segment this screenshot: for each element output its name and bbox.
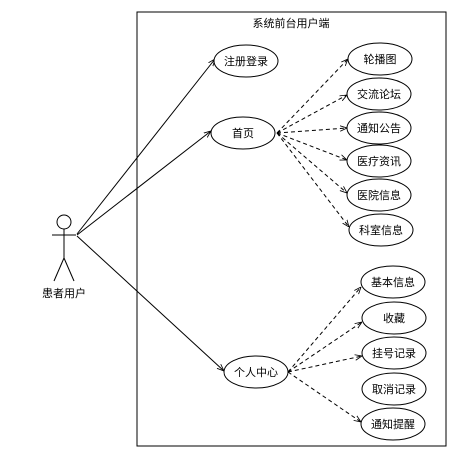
actor-figure — [52, 214, 76, 282]
system-boundary — [136, 11, 447, 447]
use-case-registration-records-label: 挂号记录 — [372, 346, 416, 360]
dep-center-basic-info — [287, 287, 361, 373]
use-case-favorites: 收藏 — [361, 301, 427, 335]
center-dependencies — [287, 287, 362, 422]
dep-center-favorites — [287, 322, 362, 373]
dep-home-carousel — [276, 59, 348, 134]
associations — [76, 59, 224, 371]
dep-home-forum — [276, 95, 347, 134]
use-case-cancel-records: 取消记录 — [361, 372, 427, 406]
use-case-register-login: 注册登录 — [213, 44, 279, 78]
use-case-forum: 交流论坛 — [346, 77, 412, 111]
use-case-reminders-label: 通知提醒 — [371, 417, 415, 431]
actor-label: 患者用户 — [42, 286, 86, 300]
association-register-login — [76, 59, 215, 235]
use-case-forum-label: 交流论坛 — [357, 87, 401, 101]
use-case-basic-info: 基本信息 — [360, 265, 426, 299]
association-home — [76, 131, 211, 236]
dep-home-department-info — [276, 132, 349, 227]
use-case-medical-info-label: 医疗资讯 — [357, 154, 401, 168]
use-case-home-label: 首页 — [232, 126, 254, 140]
use-case-home: 首页 — [210, 116, 276, 150]
actor-head — [56, 214, 72, 230]
use-case-carousel-label: 轮播图 — [364, 52, 397, 66]
use-case-hospital-info: 医院信息 — [346, 178, 412, 212]
dep-center-registration-records — [287, 356, 362, 373]
use-case-favorites-label: 收藏 — [383, 311, 405, 325]
use-case-notice: 通知公告 — [346, 111, 412, 145]
system-title: 系统前台用户端 — [253, 16, 330, 30]
use-case-user-center: 个人中心 — [223, 355, 289, 389]
use-case-basic-info-label: 基本信息 — [371, 275, 415, 289]
use-case-department-info: 科室信息 — [348, 213, 414, 247]
dep-home-hospital-info — [276, 132, 347, 193]
actor-left-leg — [53, 257, 65, 282]
use-case-notice-label: 通知公告 — [357, 121, 401, 135]
use-case-hospital-info-label: 医院信息 — [357, 188, 401, 202]
use-case-registration-records: 挂号记录 — [361, 336, 427, 370]
association-user-center — [76, 235, 224, 371]
use-case-user-center-label: 个人中心 — [234, 366, 278, 379]
use-case-reminders: 通知提醒 — [360, 407, 426, 441]
use-case-cancel-records-label: 取消记录 — [372, 382, 416, 396]
use-case-carousel: 轮播图 — [347, 42, 413, 76]
use-case-medical-info: 医疗资讯 — [346, 144, 412, 178]
dep-home-medical-info — [276, 132, 347, 160]
actor-right-leg — [63, 257, 75, 282]
use-case-department-info-label: 科室信息 — [359, 223, 403, 237]
dep-home-notice — [276, 128, 347, 134]
home-dependencies — [276, 59, 349, 227]
use-case-register-login-label: 注册登录 — [224, 54, 268, 68]
dep-center-reminders — [287, 371, 361, 422]
